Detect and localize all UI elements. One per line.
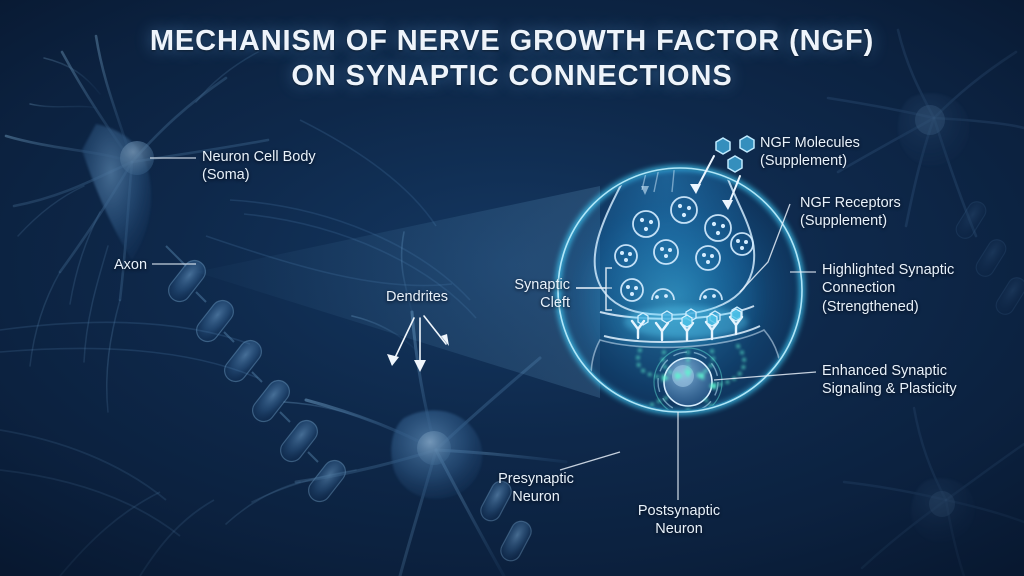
cleft-bracket [576,267,612,311]
label-ngf-receptors: NGF Receptors (Supplement) [800,195,901,230]
label-dendrites: Dendrites [386,289,449,305]
synapse-contents [590,170,782,410]
label-postsynaptic-neuron: Postsynaptic Neuron [637,503,721,538]
page-title: MECHANISM OF NERVE GROWTH FACTOR (NGF) O… [149,25,875,93]
magnification-cone [196,186,600,398]
ngf-molecules-external [715,135,755,173]
leader-lines [150,157,817,500]
dendrite-arrows [387,315,449,372]
label-synaptic-cleft: Synaptic Cleft [514,277,570,312]
signal-trails [636,344,746,388]
leader-enhanced [713,371,817,381]
synaptic-vesicles [614,196,754,302]
label-axon: Axon [114,257,148,273]
label-ngf-molecules: NGF Molecules (Supplement) [760,135,860,170]
label-highlighted-connection: Highlighted Synaptic Connection (Strengt… [822,262,955,315]
leader-ngf-receptors [739,203,791,293]
label-enhanced-signaling: Enhanced Synaptic Signaling & Plasticity [822,363,957,398]
label-presynaptic-neuron: Presynaptic Neuron [498,471,574,506]
fusing-vesicles [651,288,723,301]
ngf-entry-arrows [690,155,741,210]
label-neuron-cell-body: Neuron Cell Body (Soma) [202,149,316,184]
leader-presynaptic [559,451,621,471]
